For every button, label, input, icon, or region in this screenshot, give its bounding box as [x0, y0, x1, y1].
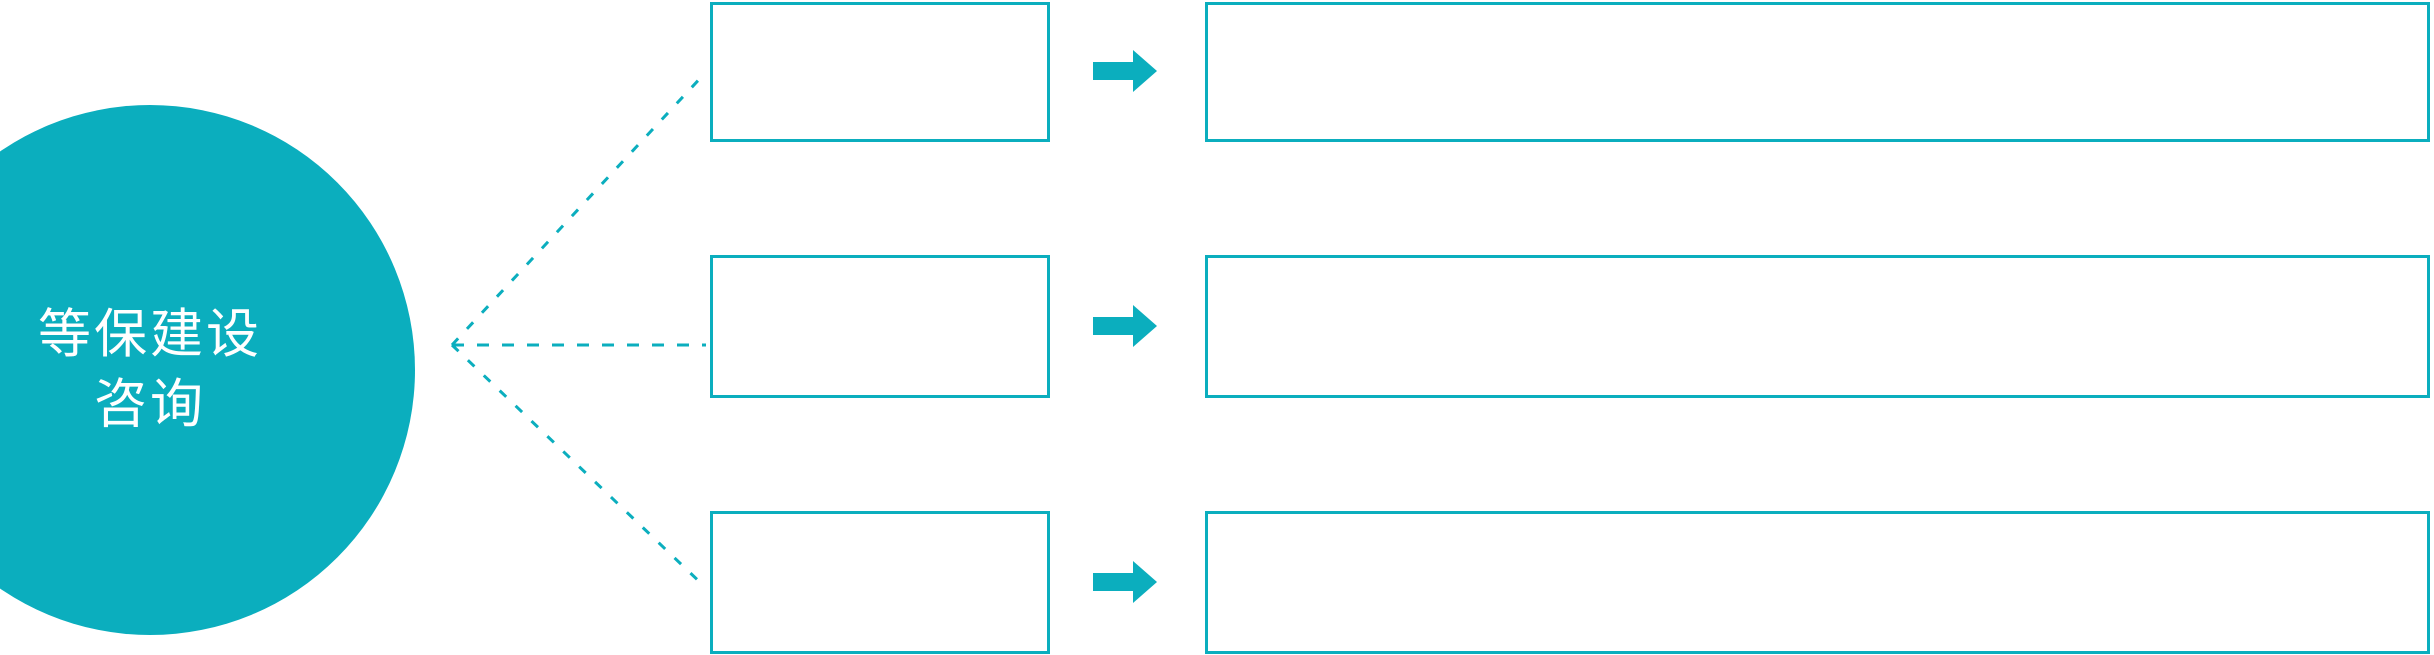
arrow-right-icon [1093, 305, 1157, 347]
description-box-2[interactable] [1205, 255, 2430, 398]
hub-label: 等保建设 咨询 [38, 305, 262, 434]
hub-circle[interactable]: 等保建设 咨询 [0, 105, 415, 635]
description-box-1[interactable] [1205, 2, 2430, 142]
stage-box-1[interactable] [710, 2, 1050, 142]
connector-line-bottom [450, 343, 708, 590]
arrow-right-icon [1093, 561, 1157, 603]
description-box-3[interactable] [1205, 511, 2430, 654]
arrow-right-icon [1093, 50, 1157, 92]
stage-box-2[interactable] [710, 255, 1050, 398]
stage-box-3[interactable] [710, 511, 1050, 654]
connector-line-top [450, 70, 708, 347]
